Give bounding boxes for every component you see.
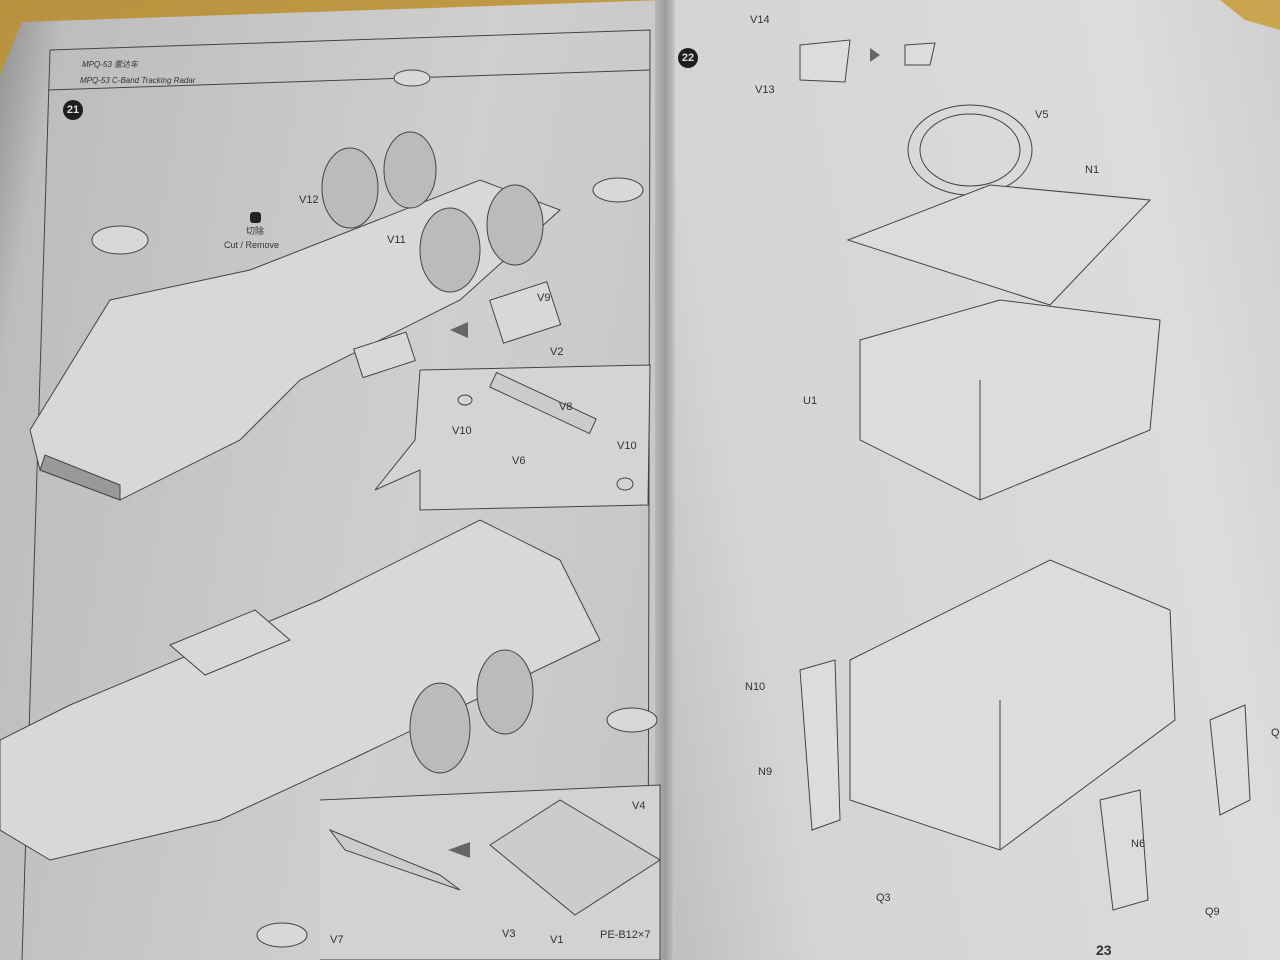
part-label: N9 — [758, 766, 773, 778]
part-label: N1 — [1085, 164, 1100, 176]
part-label: V4 — [632, 800, 646, 812]
part-label: Q — [1271, 727, 1280, 739]
header-cn: MPQ-53 雷达车 — [82, 60, 139, 69]
step-badge-21: 21 — [63, 100, 83, 120]
part-label: V6 — [512, 455, 526, 467]
part-label: V5 — [1035, 109, 1049, 121]
part-label: N10 — [745, 681, 766, 693]
step-badge-22: 22 — [678, 48, 698, 68]
part-label: V7 — [330, 934, 344, 946]
part-label: V1 — [550, 934, 564, 946]
cut-label-en: Cut / Remove — [224, 240, 280, 250]
header-en: MPQ-53 C-Band Tracking Radar — [80, 76, 196, 85]
header-rule — [47, 69, 651, 91]
part-label: V8 — [559, 401, 573, 413]
cut-label-cn: 切除 — [246, 226, 265, 236]
part-label: V2 — [550, 346, 564, 358]
part-label: V3 — [502, 928, 516, 940]
part-label: Q9 — [1205, 906, 1220, 918]
detail-callout — [374, 364, 651, 511]
arrow-left-icon — [448, 842, 470, 858]
chassis-drawing-top — [29, 69, 644, 501]
part-label: Q3 — [876, 892, 891, 904]
cut-icon — [250, 212, 261, 223]
part-label: V10 — [452, 425, 472, 437]
part-label: PE-B12×7 — [600, 929, 651, 941]
part-label: N6 — [1131, 838, 1146, 850]
part-label: V13 — [755, 84, 775, 96]
part-label: V14 — [750, 14, 770, 26]
page-number: 23 — [1096, 942, 1112, 958]
left-frame — [49, 29, 651, 960]
arrow-left-icon — [450, 322, 468, 338]
part-label: V9 — [537, 292, 551, 304]
part-label: V10 — [617, 440, 637, 452]
shelter-drawing-bottom — [799, 559, 1251, 911]
part-label: U1 — [803, 395, 818, 407]
arrow-right-icon — [870, 48, 880, 62]
booklet-spine — [655, 0, 675, 960]
chassis-drawing-bottom — [0, 519, 658, 948]
shelter-drawing-top — [799, 39, 1161, 501]
part-label: V11 — [387, 234, 406, 246]
part-label: V12 — [299, 194, 319, 206]
